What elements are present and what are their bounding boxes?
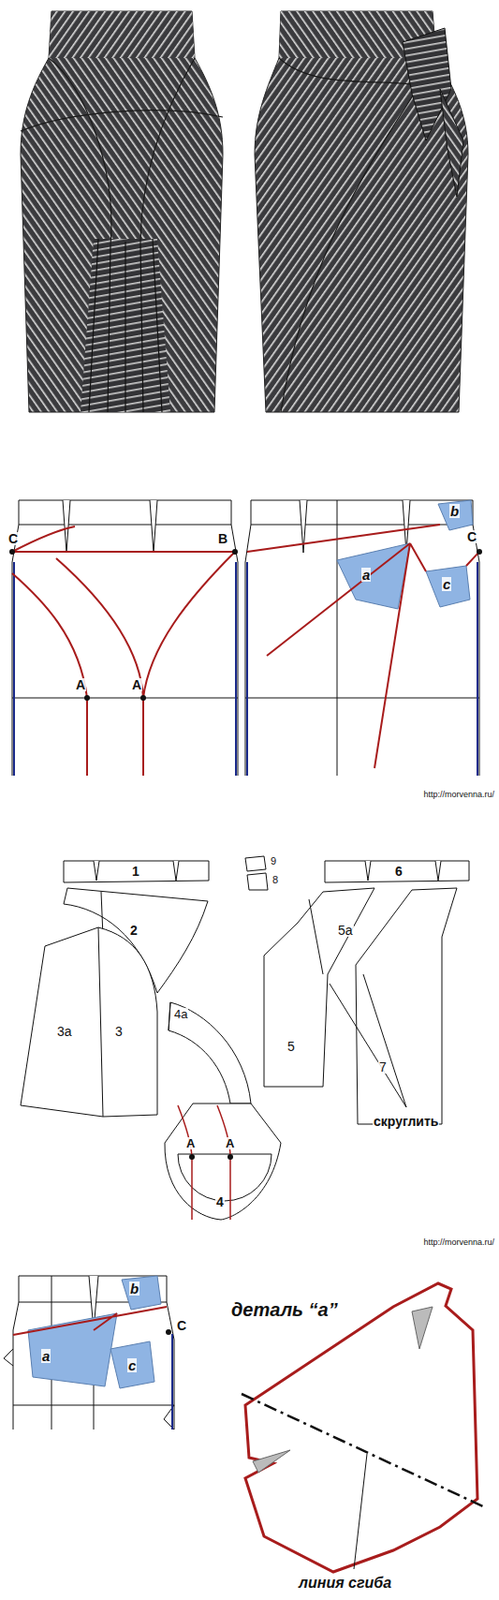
point-letter: A [224, 1136, 235, 1149]
block-detail [3, 1275, 175, 1429]
part-letter: b [449, 503, 460, 518]
part-number: 9 [269, 855, 278, 866]
part-number: 5 [286, 1039, 296, 1053]
point-letter: C [7, 531, 19, 545]
skirt-back [254, 11, 469, 412]
part-letter: a [361, 567, 371, 582]
note: скруглить [372, 1114, 440, 1128]
part-number: 3a [56, 1024, 74, 1038]
point-letter: C [176, 1318, 188, 1332]
part-number: 5a [337, 923, 354, 937]
part-letter: b [129, 1280, 140, 1295]
part-number: 4a [173, 1007, 189, 1020]
point-letter: A [131, 677, 143, 691]
point-letter: A [74, 677, 87, 691]
part-number: 1 [131, 864, 141, 878]
fold-note: линия сгиба [297, 1574, 393, 1590]
part-number: 4 [215, 1194, 225, 1208]
detail-a [241, 1282, 487, 1571]
pattern-pieces [20, 855, 470, 1219]
watermark: http://morvenna.ru/ [422, 1237, 496, 1247]
point-letter: B [217, 531, 229, 545]
point-letter: A [185, 1136, 196, 1149]
part-number: 7 [378, 1059, 388, 1073]
point-letter: C [466, 529, 478, 544]
part-letter: a [41, 1348, 51, 1363]
skirt-front [20, 11, 223, 412]
part-number: 2 [129, 923, 139, 937]
part-letter: c [441, 576, 452, 591]
part-number: 3 [114, 1024, 124, 1038]
title-note: деталь “a” [230, 1299, 339, 1319]
block-front [12, 499, 238, 776]
part-letter: c [127, 1357, 137, 1372]
block-back [245, 499, 480, 776]
part-number: 8 [271, 874, 279, 885]
leader-line [329, 973, 407, 1107]
watermark: http://morvenna.ru/ [422, 790, 496, 799]
blue-parts [337, 499, 473, 609]
part-number: 6 [394, 864, 404, 878]
back-cut-lines [247, 524, 480, 768]
front-cut-lines [12, 526, 235, 776]
